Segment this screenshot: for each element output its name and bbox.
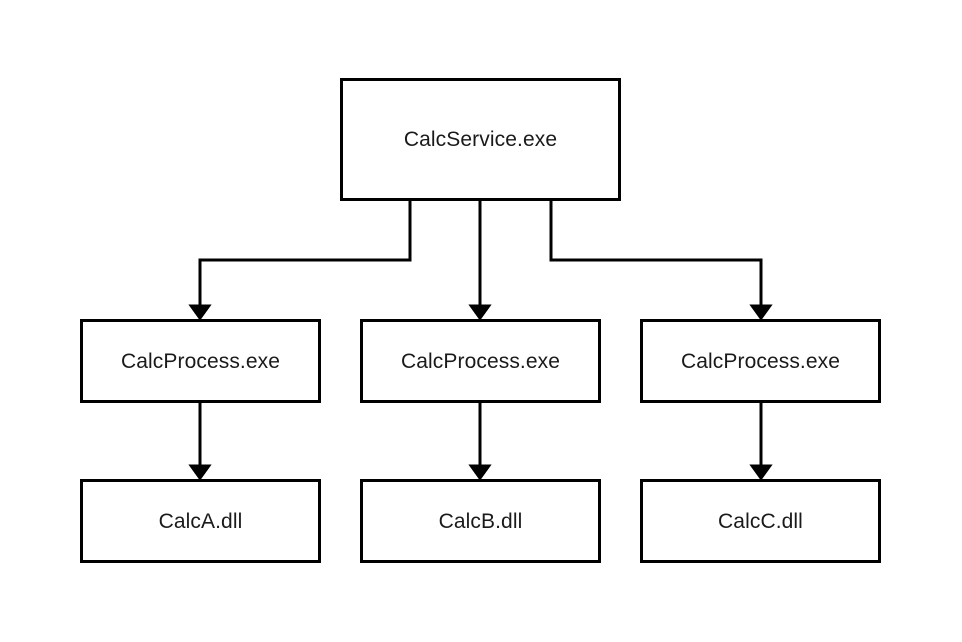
- node-label: CalcC.dll: [718, 509, 803, 533]
- node-label: CalcService.exe: [403, 128, 558, 151]
- node-label: CalcProcess.exe: [680, 349, 841, 373]
- node-calcservice-exe[interactable]: CalcService.exe: [340, 78, 621, 201]
- node-label: CalcProcess.exe: [120, 349, 281, 373]
- node-label: CalcA.dll: [158, 509, 243, 533]
- node-calcprocess-exe-1[interactable]: CalcProcess.exe: [80, 319, 321, 403]
- edge-root-to-process-3: [549, 200, 773, 321]
- node-calcprocess-exe-2[interactable]: CalcProcess.exe: [360, 319, 601, 403]
- node-calca-dll[interactable]: CalcA.dll: [80, 479, 321, 563]
- node-label: CalcB.dll: [438, 509, 523, 533]
- node-calcprocess-exe-3[interactable]: CalcProcess.exe: [640, 319, 881, 403]
- node-label: CalcProcess.exe: [400, 349, 561, 373]
- node-calcb-dll[interactable]: CalcB.dll: [360, 479, 601, 563]
- node-calcc-dll[interactable]: CalcC.dll: [640, 479, 881, 563]
- edge-root-to-process-1: [188, 200, 412, 321]
